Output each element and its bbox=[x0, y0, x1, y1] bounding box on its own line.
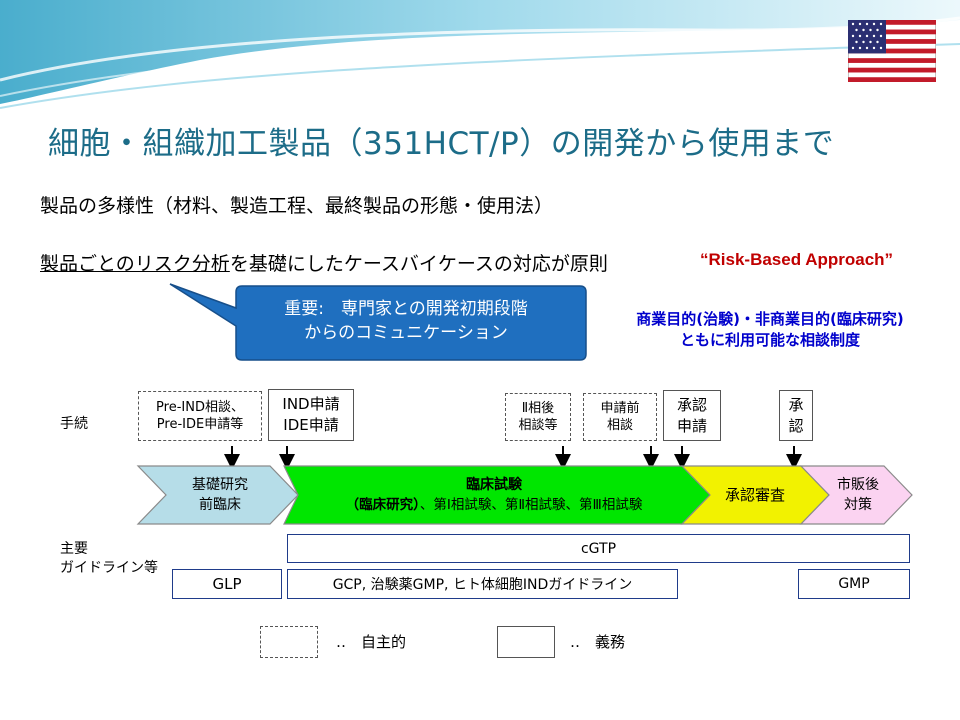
procedure-row-label: 手続 bbox=[60, 416, 88, 432]
procedure-ind-line1: IND申請 bbox=[282, 395, 340, 413]
flow-post-line1: 市販後 bbox=[837, 477, 879, 493]
procedure-ind-line2: IDE申請 bbox=[283, 416, 339, 434]
procedure-approval-app-line2: 申請 bbox=[676, 416, 707, 435]
flow-post-line2: 対策 bbox=[844, 497, 872, 513]
procedure-approval-app-line1: 承認 bbox=[676, 395, 707, 414]
risk-statement-underlined: 製品ごとのリスク分析 bbox=[40, 253, 230, 275]
guideline-glp: GLP bbox=[172, 569, 282, 599]
procedure-approval-line2: 認 bbox=[788, 416, 804, 435]
procedure-pre-app-line1: 申請前 bbox=[600, 401, 640, 416]
procedure-pre-ind-line2: Pre-IDE申請等 bbox=[156, 417, 244, 432]
guideline-cgtp: cGTP bbox=[287, 534, 910, 563]
procedure-approval-application: 承認申請 bbox=[663, 390, 721, 441]
flow-review-text: 承認審査 bbox=[724, 486, 785, 504]
legend-mandatory: ‥ 義務 bbox=[570, 633, 626, 651]
callout-bubble bbox=[169, 283, 587, 361]
guideline-label-line2: ガイドライン等 bbox=[60, 560, 158, 576]
legend-solid-box bbox=[497, 626, 555, 658]
procedure-pre-application: 申請前相談 bbox=[583, 393, 657, 441]
procedure-phase2-line1: Ⅱ相後 bbox=[521, 401, 555, 416]
callout-line1: 重要: 専門家との開発初期段階 bbox=[284, 299, 528, 319]
procedure-phase2-consult: Ⅱ相後相談等 bbox=[505, 393, 571, 441]
flow-basic-line2: 前臨床 bbox=[199, 497, 241, 513]
procedure-approval-line1: 承 bbox=[788, 395, 804, 414]
guideline-gcp: GCP, 治験薬GMP, ヒト体細胞INDガイドライン bbox=[287, 569, 678, 599]
flow-clinical-line1: 臨床試験 bbox=[466, 477, 522, 493]
guideline-row-label: 主要 ガイドライン等 bbox=[60, 540, 158, 578]
flow-basic-research bbox=[136, 465, 299, 525]
consultation-note: 商業目的(治験)・非商業目的(臨床研究) ともに利用可能な相談制度 bbox=[590, 309, 950, 351]
risk-based-approach-label: “Risk-Based Approach” bbox=[700, 250, 894, 269]
guideline-gmp: GMP bbox=[798, 569, 910, 599]
callout-text: 重要: 専門家との開発初期段階 からのコミュニケーション bbox=[228, 297, 584, 345]
procedure-arrows bbox=[224, 446, 802, 470]
procedure-approval: 承認 bbox=[779, 390, 813, 441]
diversity-statement: 製品の多様性（材料、製造工程、最終製品の形態・使用法） bbox=[40, 195, 554, 217]
consultation-line1: 商業目的(治験)・非商業目的(臨床研究) bbox=[636, 310, 904, 328]
legend-voluntary: ‥ 自主的 bbox=[336, 633, 407, 651]
risk-statement: 製品ごとのリスク分析を基礎にしたケースバイケースの対応が原則 bbox=[40, 249, 608, 276]
flow-clinical-line2b: 、第Ⅰ相試験、第Ⅱ相試験、第Ⅲ相試験 bbox=[419, 497, 643, 513]
us-flag-icon bbox=[848, 20, 936, 82]
procedure-pre-ind-line1: Pre-IND相談、 bbox=[156, 400, 244, 415]
flow-clinical-line2a: （臨床研究） bbox=[345, 497, 420, 513]
procedure-ind: IND申請 IDE申請 bbox=[268, 389, 354, 441]
consultation-line2: ともに利用可能な相談制度 bbox=[679, 331, 860, 349]
flow-post-market bbox=[799, 465, 913, 525]
callout-line2: からのコミュニケーション bbox=[304, 323, 508, 343]
procedure-pre-ind: Pre-IND相談、 Pre-IDE申請等 bbox=[138, 391, 262, 441]
risk-statement-rest: を基礎にしたケースバイケースの対応が原則 bbox=[229, 253, 608, 275]
flow-basic-line1: 基礎研究 bbox=[192, 477, 248, 493]
flow-clinical-text: 臨床試験 （臨床研究）、第Ⅰ相試験、第Ⅱ相試験、第Ⅲ相試験 bbox=[290, 475, 698, 515]
legend-dashed-box bbox=[260, 626, 318, 658]
page-title: 細胞・組織加工製品（351HCT/P）の開発から使用まで bbox=[48, 126, 835, 162]
procedure-pre-app-line2: 相談 bbox=[606, 418, 633, 433]
flow-post-text: 市販後 対策 bbox=[818, 475, 898, 515]
flow-basic-text: 基礎研究 前臨床 bbox=[160, 475, 280, 515]
procedure-phase2-line2: 相談等 bbox=[518, 418, 558, 433]
guideline-label-line1: 主要 bbox=[60, 541, 88, 557]
